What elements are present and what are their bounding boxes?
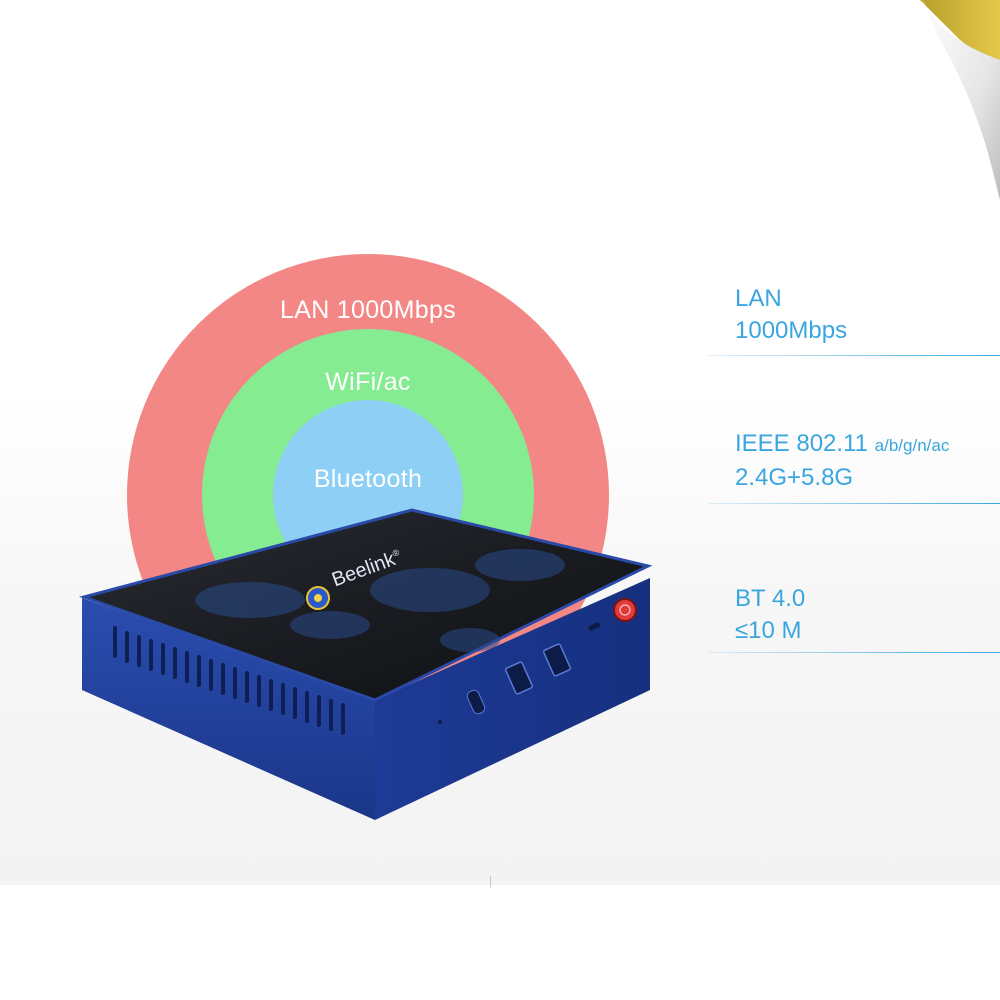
- device-front-side: [375, 578, 650, 820]
- spec-bt-range: ≤10 M: [735, 617, 802, 644]
- world-map-pattern: [195, 549, 565, 652]
- power-button: [613, 598, 637, 622]
- card-slot: [588, 622, 601, 631]
- usb-port-1: [504, 661, 534, 695]
- usb-port-2: [542, 643, 572, 677]
- spec-wifi-modes: a/b/g/n/ac: [874, 436, 950, 455]
- wifi-ring-label: WiFi/ac: [325, 368, 411, 396]
- spec-wifi-standard: IEEE 802.11: [735, 430, 875, 457]
- spec-divider-3: [708, 652, 1000, 653]
- spec-lan-line2: 1000Mbps: [735, 317, 848, 344]
- side-vents: [113, 626, 345, 735]
- lan-ring-label: LAN 1000Mbps: [280, 296, 456, 324]
- beelink-logo-icon: [306, 586, 330, 610]
- spec-wifi: IEEE 802.11 a/b/g/n/ac 2.4G+5.8G: [735, 428, 949, 494]
- spec-bt: BT 4.0 ≤10 M: [735, 583, 805, 647]
- spec-bt-version: BT 4.0: [735, 585, 806, 612]
- usb-c-port: [466, 689, 486, 715]
- spec-wifi-bands: 2.4G+5.8G: [735, 464, 854, 491]
- bluetooth-ring-label: Bluetooth: [313, 465, 423, 493]
- device-left-side: [82, 598, 375, 820]
- spec-divider-2: [708, 503, 1000, 504]
- page-curl-decoration: [920, 0, 1000, 200]
- bottom-tick: [490, 876, 491, 888]
- spec-lan: LAN 1000Mbps: [735, 283, 847, 347]
- spec-lan-line1: LAN: [735, 285, 782, 312]
- spec-divider-1: [708, 355, 1000, 356]
- led-indicator: [438, 720, 442, 724]
